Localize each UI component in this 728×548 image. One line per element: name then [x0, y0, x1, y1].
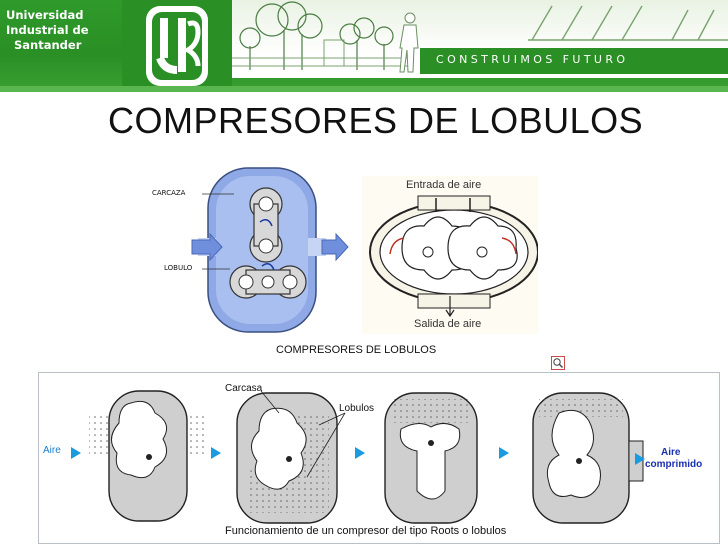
- label-aire-comprimido-line-1: Aire: [661, 447, 681, 458]
- university-line-3: Santander: [14, 38, 82, 52]
- header-banner: Universidad Industrial de Santander CONS…: [0, 0, 728, 92]
- roots-operation-panel: Carcasa Lobulos Aire Aire comprimido Fun…: [38, 372, 720, 544]
- bottom-caption: Funcionamiento de un compresor del tipo …: [225, 525, 507, 537]
- label-carcaza: CARCAZA: [152, 189, 186, 197]
- label-lobulo: LOBULO: [164, 264, 193, 272]
- slide-title: COMPRESORES DE LOBULOS: [108, 100, 644, 141]
- label-entrada-aire: Entrada de aire: [406, 179, 482, 191]
- label-aire-comprimido-line-2: comprimido: [645, 459, 703, 470]
- motto-text: CONSTRUIMOS FUTURO: [436, 53, 629, 66]
- university-name: Universidad Industrial de Santander: [6, 8, 114, 53]
- label-carcasa: Carcasa: [225, 383, 263, 394]
- stage-2: [236, 392, 338, 524]
- roots-blower-sketch: Entrada de aire Salida de aire: [362, 176, 539, 334]
- label-lobulos: Lobulos: [339, 403, 375, 414]
- roots-stage-illustrations: [71, 390, 645, 524]
- stage-3: [384, 392, 478, 524]
- zoom-in-icon[interactable]: [551, 356, 565, 370]
- university-line-1: Universidad: [6, 8, 84, 22]
- stage-1: [89, 390, 207, 522]
- uis-logo-icon: [122, 0, 232, 90]
- label-salida-aire: Salida de aire: [414, 318, 482, 330]
- label-aire: Aire: [43, 445, 61, 456]
- banner-stripe: [0, 86, 728, 92]
- top-left-caption: COMPRESORES DE LOBULOS: [276, 344, 437, 356]
- university-line-2: Industrial de: [6, 23, 89, 37]
- blue-lobe-diagram: CARCAZA LOBULO: [150, 160, 360, 350]
- motto-bar: [420, 48, 728, 74]
- stage-4: [532, 392, 644, 524]
- landscape-illustration: [232, 1, 728, 73]
